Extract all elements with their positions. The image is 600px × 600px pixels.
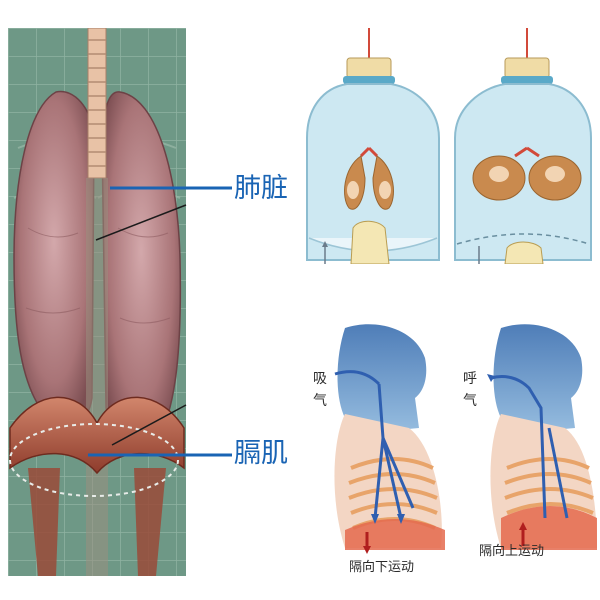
exhale-caption: 隔向上运动 xyxy=(479,544,545,559)
exhale-char-1: 呼 xyxy=(463,371,477,387)
inhale-caption: 隔向下运动 xyxy=(349,560,415,575)
exhale-figure xyxy=(487,324,597,550)
exhale-char-2: 气 xyxy=(463,393,477,409)
bell-jar-model xyxy=(303,28,595,265)
lung-anatomy-image xyxy=(8,27,186,576)
bell-jar-exhale xyxy=(454,28,592,265)
breathing-diagram: 吸 气 呼 气 隔向下运动 隔向上运动 xyxy=(305,318,597,578)
inhale-char-1: 吸 xyxy=(313,371,327,387)
diaphragm-label: 膈肌 xyxy=(234,438,288,469)
bell-jar-inhale xyxy=(306,28,440,265)
inhale-figure xyxy=(334,324,445,554)
inhale-char-2: 气 xyxy=(313,393,327,409)
diaphragm-shape xyxy=(9,396,185,475)
lung-label: 肺脏 xyxy=(234,173,288,204)
